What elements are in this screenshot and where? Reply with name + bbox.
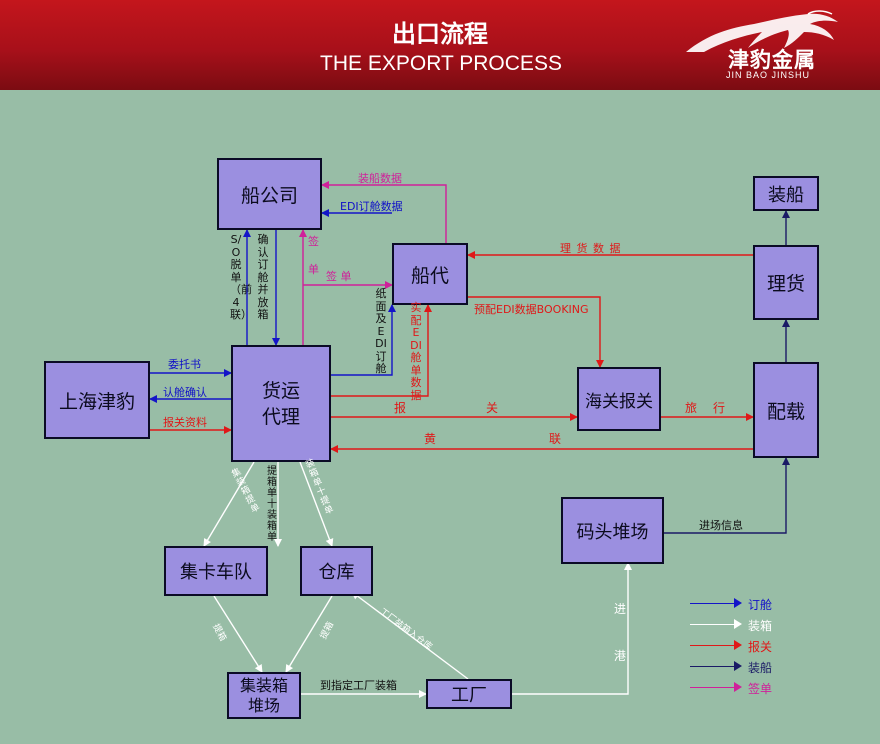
logo-pinyin: JIN BAO JINSHU xyxy=(726,70,811,80)
label-release-1: 旅 xyxy=(685,401,698,415)
box-container-yard-label: 集装箱堆场 xyxy=(239,675,288,715)
label-actual-edi: 实配EDI舱单数据 xyxy=(410,301,422,402)
box-loading: 装船 xyxy=(753,176,819,211)
label-pickup-packing: 提箱单十装箱单 xyxy=(267,466,277,543)
legend-signing-arrow-icon xyxy=(734,682,742,692)
label-declare-2: 关 xyxy=(486,401,499,415)
label-enter-port-1: 进 xyxy=(614,602,627,616)
legend-packing-arrow-icon xyxy=(734,619,742,629)
arrow-to-warehouse xyxy=(299,461,334,547)
box-terminal-yard: 码头堆场 xyxy=(561,497,664,564)
box-shipping-company: 船公司 xyxy=(217,158,322,230)
legend-booking-label: 订舱 xyxy=(748,598,773,612)
arrow-loading-data xyxy=(321,181,447,243)
label-loading-data: 装船数据 xyxy=(358,172,402,185)
label-enter-port-2: 港 xyxy=(614,649,627,663)
arrow-actual-edi xyxy=(331,304,432,397)
label-to-factory: 到指定工厂装箱 xyxy=(320,679,397,692)
box-truck-fleet-label: 集卡车队 xyxy=(180,562,252,583)
legend-booking-line xyxy=(690,603,736,604)
box-loading-label: 装船 xyxy=(768,184,804,206)
box-freight-forwarder-label: 货运代理 xyxy=(261,379,300,428)
legend-loading-arrow-icon xyxy=(734,661,742,671)
legend-packing-line xyxy=(690,624,736,625)
legend-signing-line xyxy=(690,687,736,688)
label-paper-edi: 纸面及EDI订舱 xyxy=(375,287,387,375)
label-release-2: 行 xyxy=(713,401,726,415)
label-yellow-1: 黄 xyxy=(424,432,437,446)
arrow-paper-edi xyxy=(331,304,396,376)
arrow-truck-to-yard xyxy=(213,595,263,673)
box-stowage-label: 配载 xyxy=(766,400,805,423)
label-entrust: 委托书 xyxy=(168,358,201,371)
box-shanghai-jinbao-label: 上海津豹 xyxy=(58,390,135,413)
legend-packing: 装箱 xyxy=(690,617,820,633)
company-logo: 津豹金属 JIN BAO JINSHU xyxy=(668,8,868,86)
box-container-yard: 集装箱堆场 xyxy=(227,672,301,719)
title-english: THE EXPORT PROCESS xyxy=(320,52,562,75)
box-customs: 海关报关 xyxy=(577,367,661,431)
label-sign-bill: 签 单 xyxy=(326,270,352,283)
legend-customs-arrow-icon xyxy=(734,640,742,650)
title-chinese: 出口流程 xyxy=(392,20,488,48)
legend-booking-arrow-icon xyxy=(734,598,742,608)
arrow-enter-port xyxy=(512,562,632,695)
box-stowage: 配载 xyxy=(753,362,819,458)
legend-customs-label: 报关 xyxy=(748,640,773,654)
box-customs-label: 海关报关 xyxy=(585,391,653,412)
label-customs-docs: 报关资料 xyxy=(163,416,207,429)
header-bar: 出口流程 THE EXPORT PROCESS 津豹金属 JIN BAO JIN… xyxy=(0,0,880,90)
label-edi-booking: EDI订舱数据 xyxy=(340,200,403,213)
box-factory-label: 工厂 xyxy=(451,685,487,706)
box-shanghai-jinbao: 上海津豹 xyxy=(44,361,150,439)
legend-loading-label: 装船 xyxy=(748,661,773,675)
label-pre-edi: 预配EDI数据BOOKING xyxy=(474,303,589,316)
legend-customs: 报关 xyxy=(690,638,820,654)
label-arrival-info: 进场信息 xyxy=(699,519,743,532)
label-confirm-booking: 确认订舱并放箱 xyxy=(257,233,269,321)
logo-name: 津豹金属 xyxy=(728,48,816,72)
arrow-yard-to-stow xyxy=(664,457,790,534)
box-truck-fleet: 集卡车队 xyxy=(164,546,268,596)
box-freight-forwarder: 货运代理 xyxy=(231,345,331,462)
box-ship-agent: 船代 xyxy=(392,243,468,305)
legend-packing-label: 装箱 xyxy=(748,619,773,633)
legend-signing: 签单 xyxy=(690,680,820,696)
box-warehouse-label: 仓库 xyxy=(318,562,355,583)
legend-customs-line xyxy=(690,645,736,646)
leopard-logo-icon xyxy=(686,10,838,52)
legend-signing-label: 签单 xyxy=(748,682,773,696)
label-bill-vertical: 单 xyxy=(308,263,319,276)
label-yellow-2: 联 xyxy=(549,432,562,446)
box-terminal-yard-label: 码头堆场 xyxy=(576,521,649,543)
box-tally: 理货 xyxy=(753,245,819,320)
arrow-wh-to-yard xyxy=(285,595,333,673)
legend-loading-line xyxy=(690,666,736,667)
label-sign-vertical: 签 xyxy=(308,235,319,248)
label-tally-data: 理 货 数 据 xyxy=(560,242,622,255)
box-factory: 工厂 xyxy=(426,679,512,709)
box-shipping-company-label: 船公司 xyxy=(240,184,298,207)
label-so-release: S/O脱单（前4联） xyxy=(230,233,252,321)
arrow-pre-edi xyxy=(466,296,604,368)
legend-booking: 订舱 xyxy=(690,596,820,612)
label-booking-confirm: 认舱确认 xyxy=(163,386,207,399)
arrow-to-truck xyxy=(203,461,255,547)
arrow-factory-to-wh xyxy=(351,591,469,680)
flow-arrows xyxy=(149,181,790,698)
label-declare-1: 报 xyxy=(394,401,407,415)
box-ship-agent-label: 船代 xyxy=(410,264,449,287)
legend-loading: 装船 xyxy=(690,659,820,675)
box-warehouse: 仓库 xyxy=(300,546,373,596)
box-tally-label: 理货 xyxy=(766,273,805,295)
